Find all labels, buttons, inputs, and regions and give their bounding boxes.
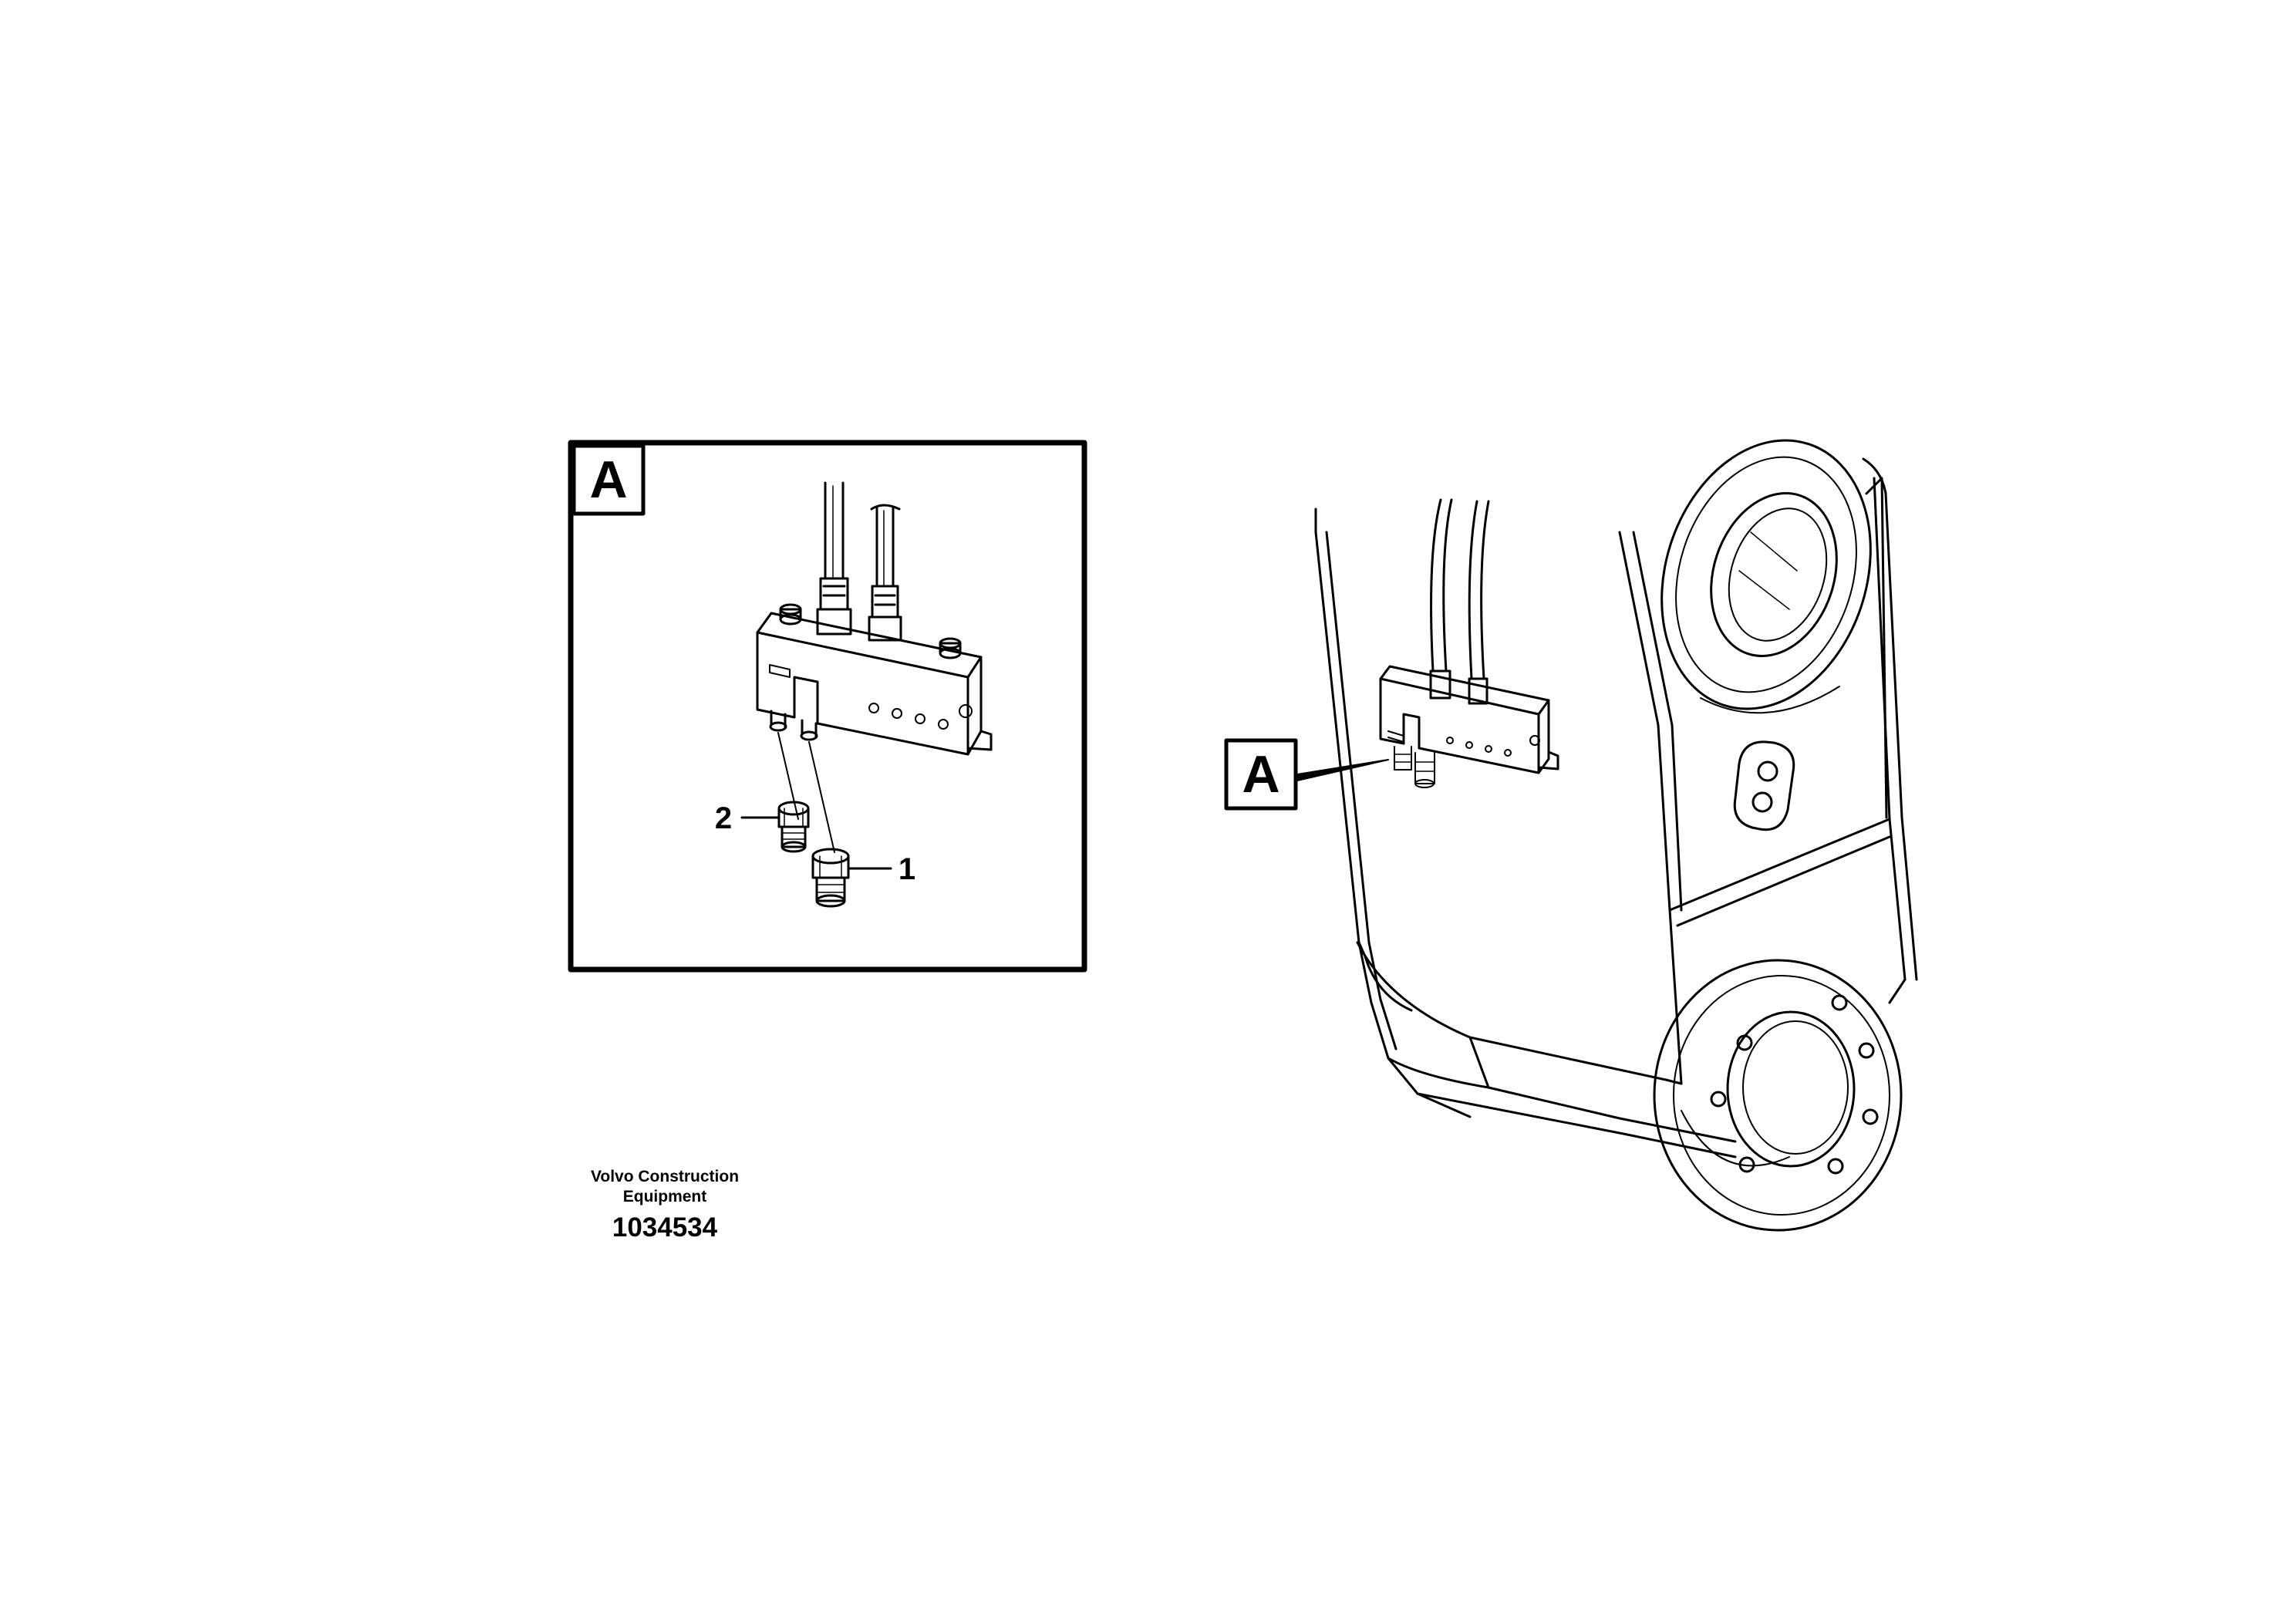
detail-hoses bbox=[816, 481, 902, 642]
detail-label: A bbox=[589, 450, 627, 509]
detail-frame bbox=[568, 440, 1087, 973]
top-bushing bbox=[1660, 439, 1872, 714]
main-hoses bbox=[1429, 498, 1490, 705]
arm-front-face bbox=[1356, 941, 1683, 1085]
main-callout-label: A bbox=[1242, 745, 1279, 804]
footer: Volvo Construction Equipment 1034534 bbox=[591, 1168, 739, 1243]
bottom-bushing bbox=[1653, 959, 1903, 1232]
main-view-boom: A bbox=[1224, 439, 1918, 1232]
plug-1 bbox=[811, 848, 850, 908]
callout-2-label: 2 bbox=[715, 801, 732, 835]
brand-line-2: Equipment bbox=[623, 1188, 707, 1206]
detail-view-a: A bbox=[568, 440, 1087, 973]
plug-2 bbox=[777, 801, 810, 853]
detail-manifold-block bbox=[756, 603, 993, 756]
main-callout-a: A bbox=[1224, 738, 1389, 811]
drawing-number: 1034534 bbox=[612, 1212, 718, 1243]
main-callout-box bbox=[1224, 738, 1298, 811]
detail-label-box bbox=[571, 443, 646, 516]
callout-1-label: 1 bbox=[899, 852, 915, 886]
arm-right-plate bbox=[1618, 531, 1683, 1085]
main-manifold-block bbox=[1379, 665, 1559, 788]
main-callout-arrow bbox=[1296, 759, 1389, 781]
pin-lock-plate bbox=[1733, 740, 1795, 831]
brand-line-1: Volvo Construction bbox=[591, 1168, 739, 1185]
detail-guide-lines bbox=[777, 732, 835, 853]
